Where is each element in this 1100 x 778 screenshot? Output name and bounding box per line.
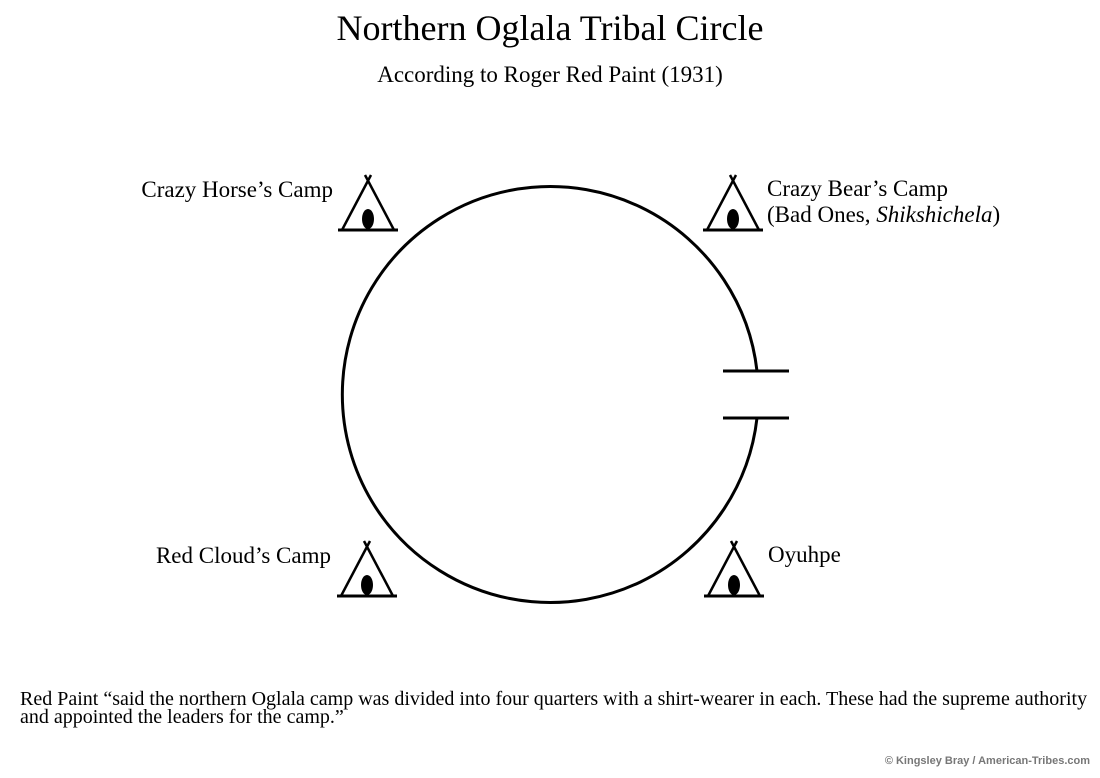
tipi-icon xyxy=(702,539,766,598)
camp-sublabel-crazy-bear: (Bad Ones, Shikshichela) xyxy=(767,202,1000,227)
sublabel-suffix: ) xyxy=(992,202,1000,227)
tipi-icon xyxy=(701,173,765,232)
circle-gap xyxy=(745,373,775,416)
sublabel-prefix: (Bad Ones, xyxy=(767,202,876,227)
diagram-title: Northern Oglala Tribal Circle xyxy=(337,8,764,48)
caption-note: Red Paint “said the northern Oglala camp… xyxy=(20,688,1088,728)
camp-circle xyxy=(340,185,759,604)
tipi-icon xyxy=(335,539,399,598)
copyright: © Kingsley Bray / American-Tribes.com xyxy=(884,755,1090,767)
tipi-icon xyxy=(336,173,400,232)
camp-label-red-cloud: Red Cloud’s Camp xyxy=(156,543,331,568)
camp-label-crazy-bear: Crazy Bear’s Camp xyxy=(767,176,948,201)
camp-label-oyuhpe: Oyuhpe xyxy=(768,542,841,567)
sublabel-italic: Shikshichela xyxy=(876,202,992,227)
camp-label-crazy-horse: Crazy Horse’s Camp xyxy=(141,177,333,202)
diagram-subtitle: According to Roger Red Paint (1931) xyxy=(377,62,723,87)
